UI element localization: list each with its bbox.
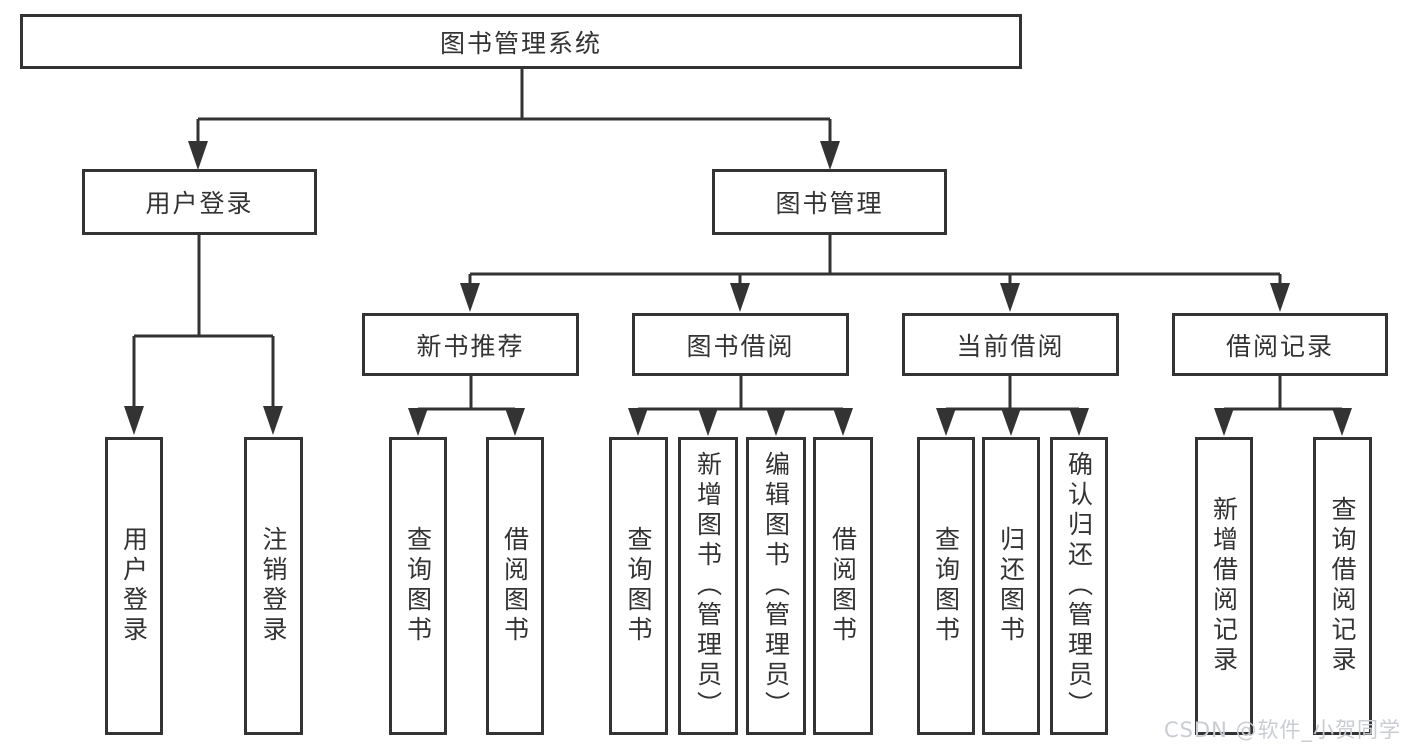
leaf-logout: 注销登录	[244, 437, 303, 735]
connector-bookmgmt-to-level3	[460, 233, 1290, 312]
leaf-records-add-record: 新增借阅记录	[1195, 437, 1253, 735]
leaf-borrowing-add-books-admin: 新增图书（管理员）	[678, 437, 738, 735]
leaf-records-query-record: 查询借阅记录	[1313, 437, 1372, 735]
arrowheads-records	[1214, 408, 1352, 436]
leaf-recommend-query-books: 查询图书	[389, 437, 447, 735]
connector-current-children	[936, 374, 1089, 436]
connector-recommend-children	[408, 374, 525, 436]
leaf-borrowing-query-books: 查询图书	[609, 437, 668, 735]
connector-borrowing-children	[628, 374, 853, 436]
arrowheads-level3	[460, 283, 1290, 312]
leaf-borrowing-borrow-books: 借阅图书	[813, 437, 873, 735]
leaf-borrowing-edit-books-admin: 编辑图书（管理员）	[746, 437, 806, 735]
leaf-recommend-borrow-books: 借阅图书	[486, 437, 544, 735]
connector-root-to-level2	[188, 67, 840, 170]
csdn-watermark: CSDN @软件_小贺同学	[1163, 718, 1401, 742]
arrowheads-recommend	[408, 408, 525, 436]
node-borrowing-records: 借阅记录	[1172, 313, 1388, 376]
arrowheads-level2	[188, 141, 840, 170]
node-book-management: 图书管理	[712, 169, 947, 235]
node-book-borrowing: 图书借阅	[632, 313, 849, 376]
arrowheads-borrowing	[628, 408, 853, 436]
leaf-current-return-books: 归还图书	[982, 437, 1040, 735]
node-user-login: 用户登录	[82, 169, 317, 235]
connector-records-children	[1214, 374, 1352, 436]
leaf-current-query-books: 查询图书	[917, 437, 975, 735]
node-library-management-system: 图书管理系统	[20, 14, 1022, 69]
node-current-borrowing: 当前借阅	[902, 313, 1119, 376]
leaf-user-login: 用户登录	[105, 437, 163, 735]
connector-userlogin-children	[124, 233, 283, 435]
arrowheads-userlogin	[124, 406, 283, 435]
arrowheads-current	[936, 408, 1089, 436]
node-new-book-recommendation: 新书推荐	[362, 313, 579, 376]
leaf-current-confirm-return-admin: 确认归还（管理员）	[1050, 437, 1108, 735]
